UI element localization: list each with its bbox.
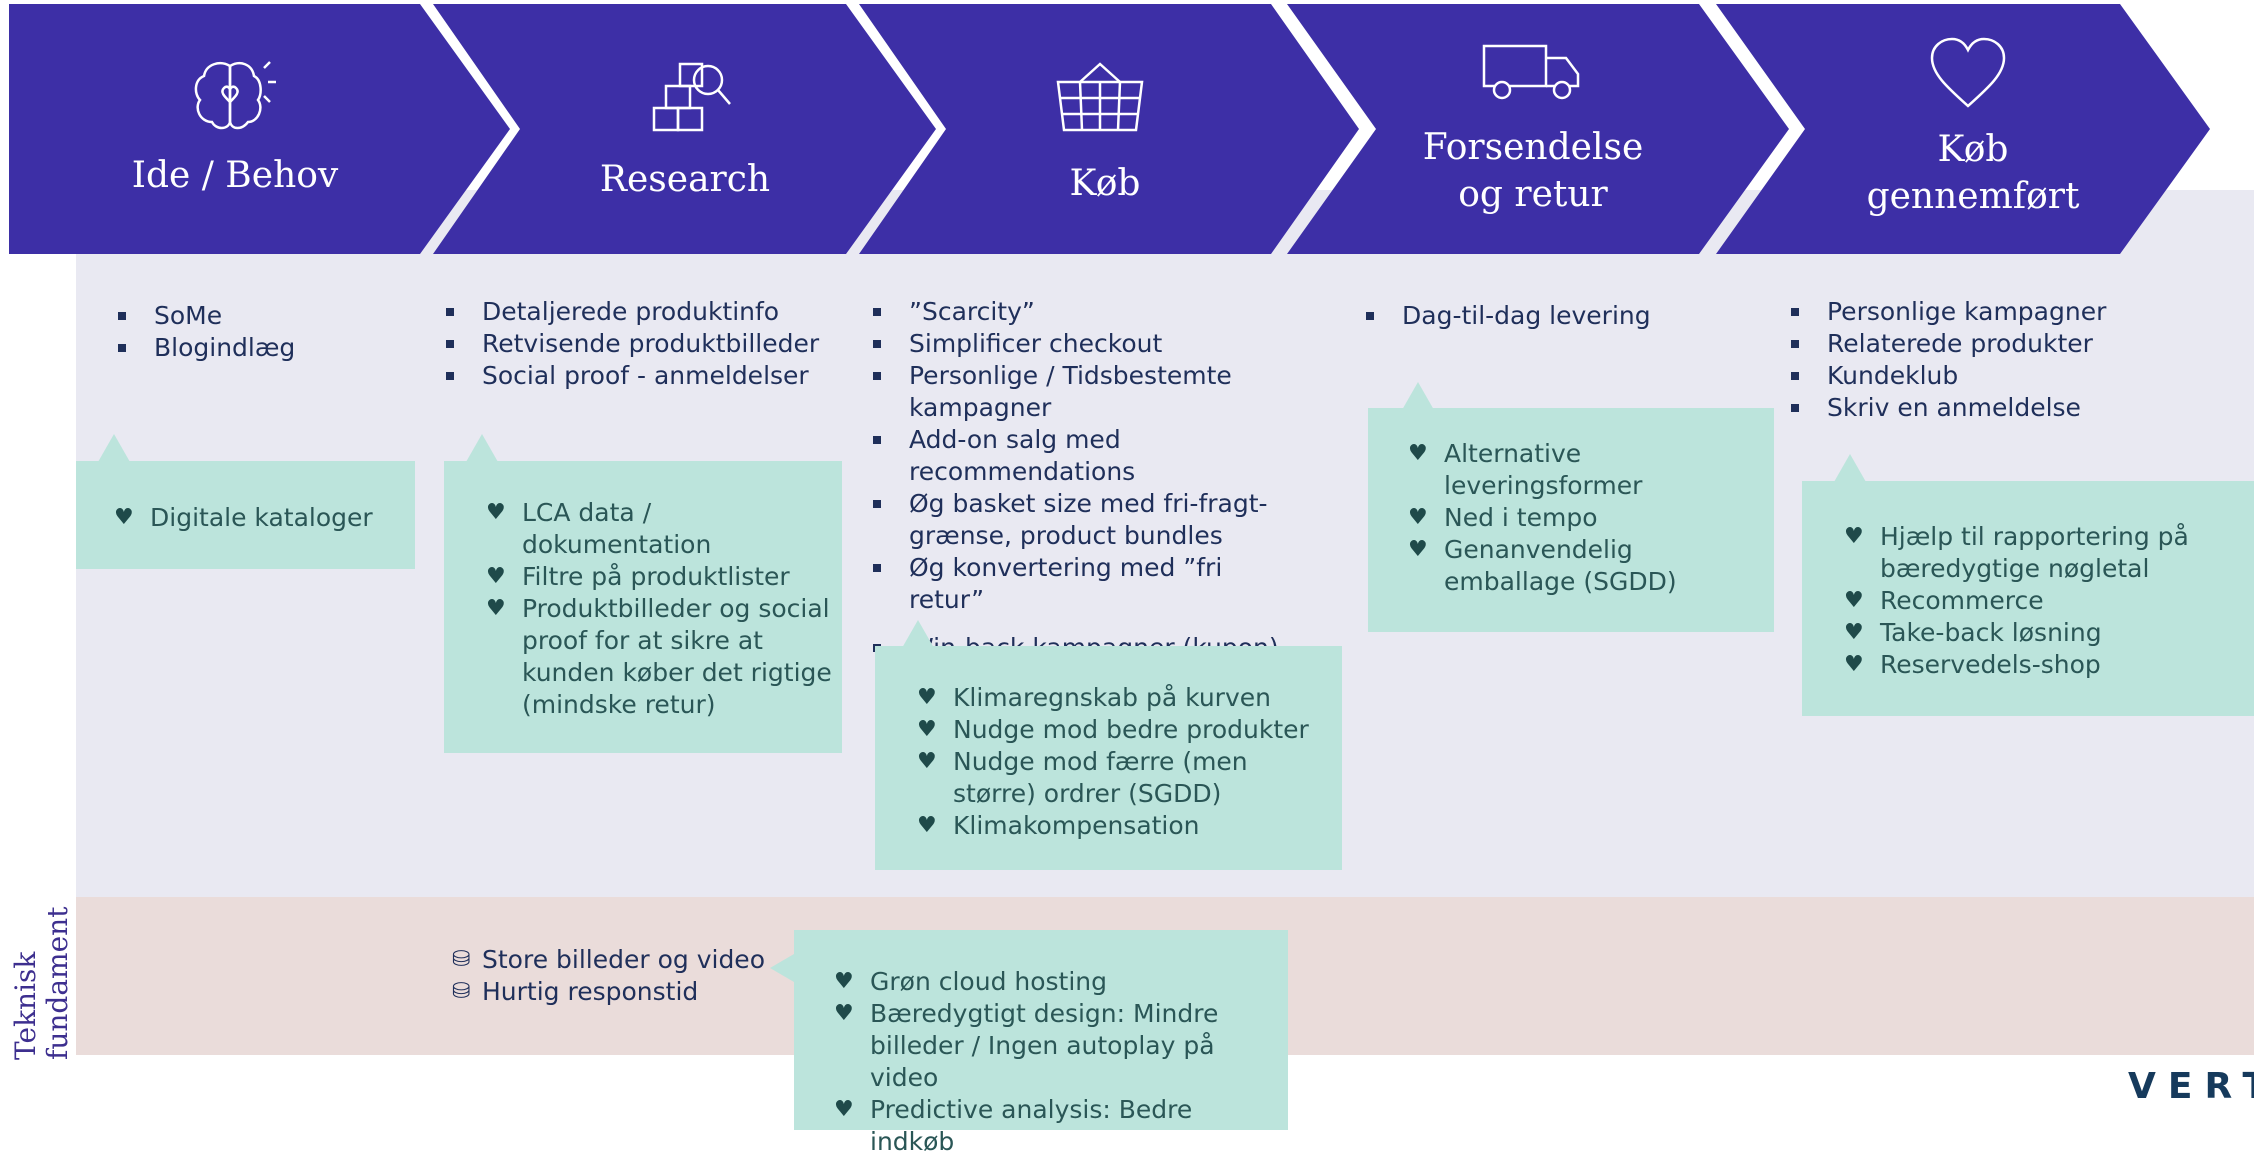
list-item: ♥Hjælp til rapportering på bæredygtige n… bbox=[1844, 522, 2189, 583]
list-item: Social proof - anmeldelser bbox=[446, 360, 846, 392]
callout-pointer bbox=[902, 620, 934, 648]
stage-title-forsendelse: Forsendelse og retur bbox=[1422, 127, 1644, 215]
boxes-magnifier-icon bbox=[650, 58, 734, 134]
list-item: ♥Nudge mod bedre produkter bbox=[917, 715, 1309, 744]
list-item: ♥Bæredygtigt design: Mindre billeder / I… bbox=[834, 999, 1219, 1092]
green-box-foundation: ♥Grøn cloud hosting ♥Bæredygtigt design:… bbox=[794, 930, 1288, 1156]
foundation-label: Teknisk fundament bbox=[9, 906, 74, 1060]
list-item: ♥Genanvendelig emballage (SGDD) bbox=[1408, 535, 1677, 596]
list-item: ♥Nudge mod færre (men større) ordrer (SG… bbox=[917, 747, 1248, 808]
logo: VERT bbox=[2128, 1066, 2254, 1107]
foundation-items: ⛁Store billeder og video ⛁Hurtig respons… bbox=[452, 944, 792, 1008]
callout-pointer bbox=[1834, 454, 1866, 482]
green-box-research: ♥LCA data / dokumentation ♥Filtre på pro… bbox=[444, 461, 842, 753]
list-item: Personlige / Tidsbestemte kampagner bbox=[873, 360, 1293, 424]
list-item: Øg konvertering med ”fri retur” bbox=[873, 552, 1293, 616]
green-box-forsendelse: ♥Alternative leveringsformer ♥Ned i temp… bbox=[1368, 408, 1774, 632]
green-box-ide-behov: ♥Digitale kataloger bbox=[76, 461, 415, 569]
list-item: Blogindlæg bbox=[118, 332, 398, 364]
list-item: ♥Recommerce bbox=[1844, 586, 2044, 615]
list-item: ”Scarcity” bbox=[873, 296, 1293, 328]
basket-icon bbox=[1056, 60, 1144, 134]
chevron-row bbox=[9, 4, 2210, 254]
list-item: Personlige kampagner bbox=[1791, 296, 2211, 328]
bullets-koeb-gennemfoert: Personlige kampagner Relaterede produkte… bbox=[1791, 296, 2211, 424]
list-item: Add-on salg med recommendations bbox=[873, 424, 1293, 488]
bullets-ide-behov: SoMe Blogindlæg bbox=[118, 300, 398, 364]
list-item: ♥Predictive analysis: Bedre indkøb bbox=[834, 1095, 1193, 1156]
list-item: ♥Produktbilleder og social proof for at … bbox=[486, 594, 832, 719]
list-item: SoMe bbox=[118, 300, 398, 332]
chevron-forsendelse bbox=[1287, 4, 1789, 254]
list-item: ♥Take-back løsning bbox=[1844, 618, 2102, 647]
list-item: Relaterede produkter bbox=[1791, 328, 2211, 360]
callout-pointer bbox=[770, 954, 794, 982]
list-item: Skriv en anmeldelse bbox=[1791, 392, 2211, 424]
list-item: ♥LCA data / dokumentation bbox=[486, 498, 712, 559]
list-item: ♥Reservedels-shop bbox=[1844, 650, 2101, 679]
list-item: Retvisende produktbilleder bbox=[446, 328, 846, 360]
chevron-ide-behov bbox=[9, 4, 510, 254]
list-item: Øg basket size med fri-fragt-grænse, pro… bbox=[873, 488, 1293, 552]
database-icon: ⛁ bbox=[452, 947, 471, 972]
brain-heart-icon bbox=[190, 58, 276, 132]
bullets-koeb: ”Scarcity” Simplificer checkout Personli… bbox=[873, 296, 1293, 664]
list-item: ♥Filtre på produktlister bbox=[486, 562, 790, 591]
bullets-forsendelse: Dag-til-dag levering bbox=[1366, 300, 1766, 332]
green-box-koeb-gennemfoert: ♥Hjælp til rapportering på bæredygtige n… bbox=[1802, 481, 2254, 716]
list-item: ♥Grøn cloud hosting bbox=[834, 967, 1108, 996]
list-item: Simplificer checkout bbox=[873, 328, 1293, 360]
green-box-koeb: ♥Klimaregnskab på kurven ♥Nudge mod bedr… bbox=[875, 646, 1342, 870]
list-item: ⛁Store billeder og video bbox=[452, 945, 765, 974]
list-item: Kundeklub bbox=[1791, 360, 2211, 392]
list-item: Detaljerede produktinfo bbox=[446, 296, 846, 328]
database-icon: ⛁ bbox=[452, 979, 471, 1004]
truck-icon bbox=[1482, 42, 1582, 102]
list-item: ♥Alternative leveringsformer bbox=[1408, 439, 1643, 500]
callout-pointer bbox=[98, 434, 130, 462]
stage-title-koeb-gennemfoert: Køb gennemført bbox=[1866, 129, 2080, 217]
list-item: ⛁Hurtig responstid bbox=[452, 977, 699, 1006]
callout-pointer bbox=[1402, 382, 1434, 410]
heart-icon bbox=[1928, 36, 2008, 110]
list-item: ♥Digitale kataloger bbox=[114, 503, 373, 532]
list-item: Dag-til-dag levering bbox=[1366, 300, 1766, 332]
callout-pointer bbox=[466, 434, 498, 462]
stage-title-ide-behov: Ide / Behov bbox=[131, 155, 339, 196]
list-item: ♥Ned i tempo bbox=[1408, 503, 1598, 532]
list-item: ♥Klimaregnskab på kurven bbox=[917, 683, 1271, 712]
list-item: ♥Klimakompensation bbox=[917, 811, 1200, 840]
stage-title-koeb: Køb bbox=[1069, 163, 1141, 204]
stage-title-research: Research bbox=[599, 159, 771, 200]
bullets-research: Detaljerede produktinfo Retvisende produ… bbox=[446, 296, 846, 392]
chevron-koeb-gennemfoert bbox=[1716, 4, 2210, 254]
